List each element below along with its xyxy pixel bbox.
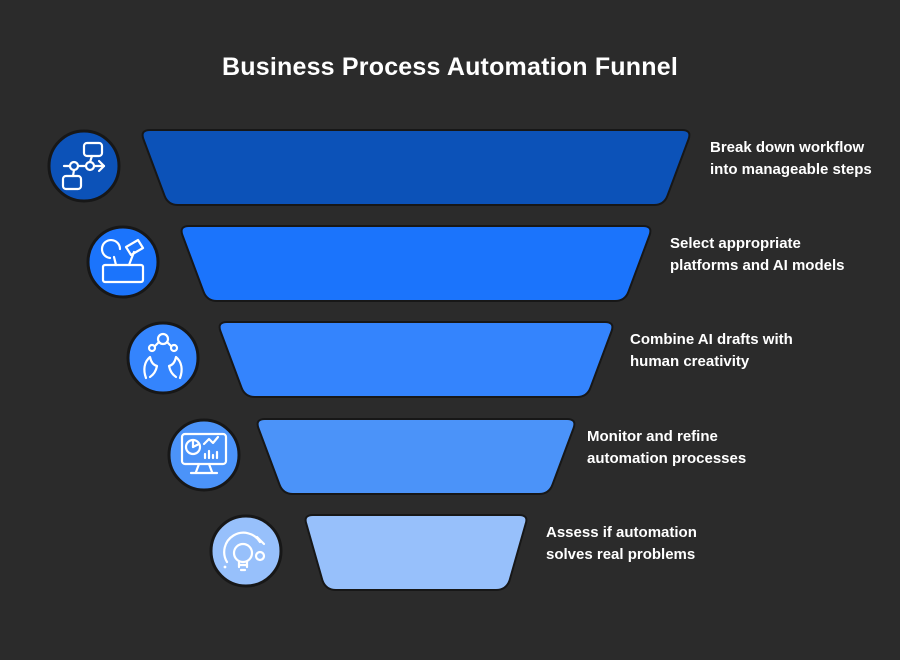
page-title: Business Process Automation Funnel	[222, 53, 678, 81]
stage-label-line2: into manageable steps	[710, 161, 872, 178]
tools-icon	[100, 238, 145, 284]
funnel-stage-2-shape	[180, 225, 652, 302]
stage-label: Combine AI drafts with human creativity	[630, 329, 793, 373]
stage-label-line1: Assess if automation	[546, 524, 697, 541]
funnel-stage-3-shape	[218, 321, 614, 398]
stage-label: Monitor and refine automation processes	[587, 426, 746, 470]
stage-label-line2: automation processes	[587, 450, 747, 467]
stage-label-line2: platforms and AI models	[670, 257, 845, 274]
monitor-chart-icon	[180, 432, 228, 475]
funnel-stage-shape	[256, 418, 576, 495]
funnel-stage-3: Combine AI drafts with human creativity	[0, 321, 900, 398]
stage-label-line1: Select appropriate	[670, 235, 801, 252]
funnel-stage-4-shape	[256, 418, 576, 495]
funnel-stage-1: Break down workflow into manageable step…	[0, 129, 900, 206]
funnel-stage-5: Assess if automation solves real problem…	[0, 514, 900, 591]
stage-2-badge	[86, 225, 160, 299]
funnel-stage-2: Select appropriate platforms and AI mode…	[0, 225, 900, 302]
stage-5-badge	[209, 514, 283, 588]
stage-4-badge	[167, 418, 241, 492]
stage-1-badge	[47, 129, 121, 203]
workflow-icon	[61, 141, 106, 191]
stage-icon-circle	[209, 514, 283, 588]
lightbulb-refresh-icon	[223, 531, 266, 572]
funnel-stage-shape	[141, 129, 691, 206]
stage-3-badge	[126, 321, 200, 395]
funnel-stage-shape	[218, 321, 614, 398]
stage-icon-circle	[86, 225, 160, 299]
funnel-stage-shape	[180, 225, 652, 302]
stage-label-line1: Break down workflow	[710, 139, 865, 156]
stage-label-line1: Combine AI drafts with	[630, 331, 793, 348]
funnel-stage-shape	[304, 514, 528, 591]
stage-label: Select appropriate platforms and AI mode…	[670, 233, 844, 277]
funnel-stage-4: Monitor and refine automation processes	[0, 418, 900, 495]
stage-label: Break down workflow into manageable step…	[710, 137, 872, 181]
funnel-stage-1-shape	[141, 129, 691, 206]
stage-label-line2: human creativity	[630, 353, 750, 370]
hands-molecule-icon	[143, 332, 183, 380]
stage-label-line2: solves real problems	[546, 546, 696, 563]
funnel-stage-5-shape	[304, 514, 528, 591]
stage-label-line1: Monitor and refine	[587, 428, 718, 445]
stage-label: Assess if automation solves real problem…	[546, 522, 697, 566]
